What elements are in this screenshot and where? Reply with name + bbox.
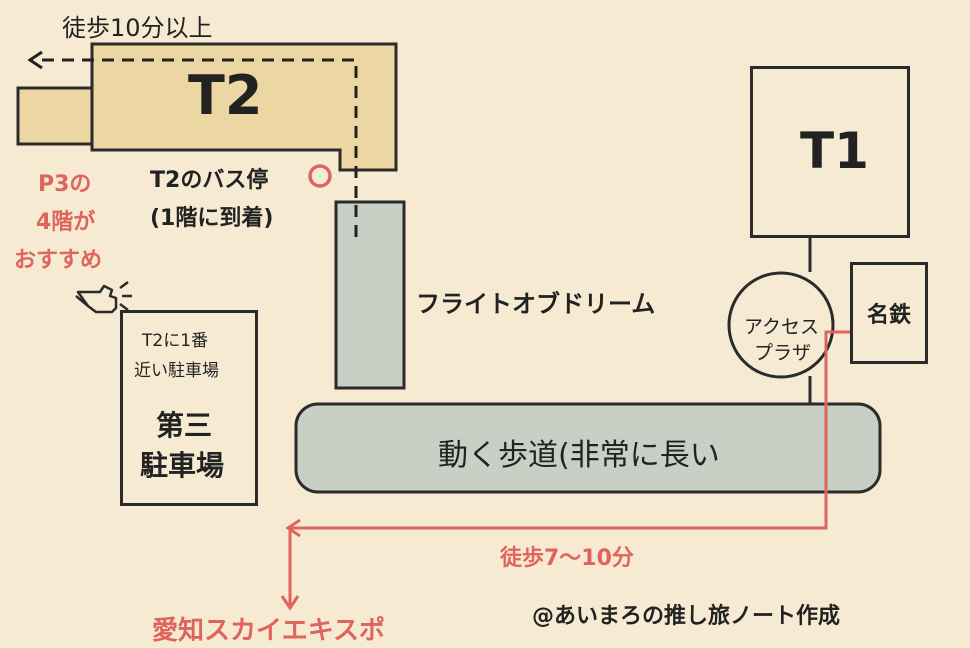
route-red-arrow-left	[285, 518, 301, 538]
t2-building	[90, 42, 398, 172]
access-plaza-label-line1: アクセス	[744, 316, 820, 338]
route-red-arrow-down	[280, 595, 300, 611]
credit-label: @あいまろの推し旅ノート作成	[532, 604, 841, 629]
t1-building	[750, 66, 910, 238]
parking-note-line2: 近い駐車場	[134, 361, 219, 381]
meitetsu-label: 名鉄	[866, 303, 911, 328]
expo-label: 愛知スカイエキスポ	[152, 616, 385, 646]
p3-recommend-line3: おすすめ	[14, 248, 103, 273]
access-plaza-circle	[727, 271, 835, 379]
t1-label: T1	[800, 122, 869, 180]
walk-route-dashed	[36, 58, 358, 238]
access-plaza-label-line2: プラザ	[754, 342, 812, 364]
t2-annex	[16, 86, 100, 146]
walk-7-10-label: 徒歩7〜10分	[500, 546, 634, 571]
parking-name-line2: 駐車場	[140, 449, 225, 482]
flight-of-dreams-block	[334, 200, 406, 390]
bus-stop-circle-icon	[308, 164, 332, 188]
p3-recommend-line2: 4階が	[36, 210, 96, 235]
walk-route-arrowhead	[27, 50, 43, 70]
pointing-hand-icon	[75, 281, 132, 314]
moving-walkway-label: 動く歩道(非常に長い	[438, 438, 720, 473]
meitetsu-box: 名鉄	[850, 262, 928, 364]
p3-recommend-line1: P3の	[38, 172, 92, 197]
parking-note-line1: T2に1番	[142, 331, 209, 351]
t2-bus-stop-label: T2のバス停	[150, 168, 269, 193]
parking-name-line1: 第三	[156, 409, 213, 442]
flight-of-dreams-label: フライトオブドリーム	[416, 290, 656, 318]
moving-walkway	[294, 402, 882, 494]
route-red	[288, 330, 850, 606]
parking-p3-box	[120, 310, 258, 506]
arrive-first-floor-label: (1階に到着)	[150, 206, 274, 231]
t2-label: T2	[188, 64, 263, 127]
walk-over-10-label: 徒歩10分以上	[62, 14, 213, 42]
